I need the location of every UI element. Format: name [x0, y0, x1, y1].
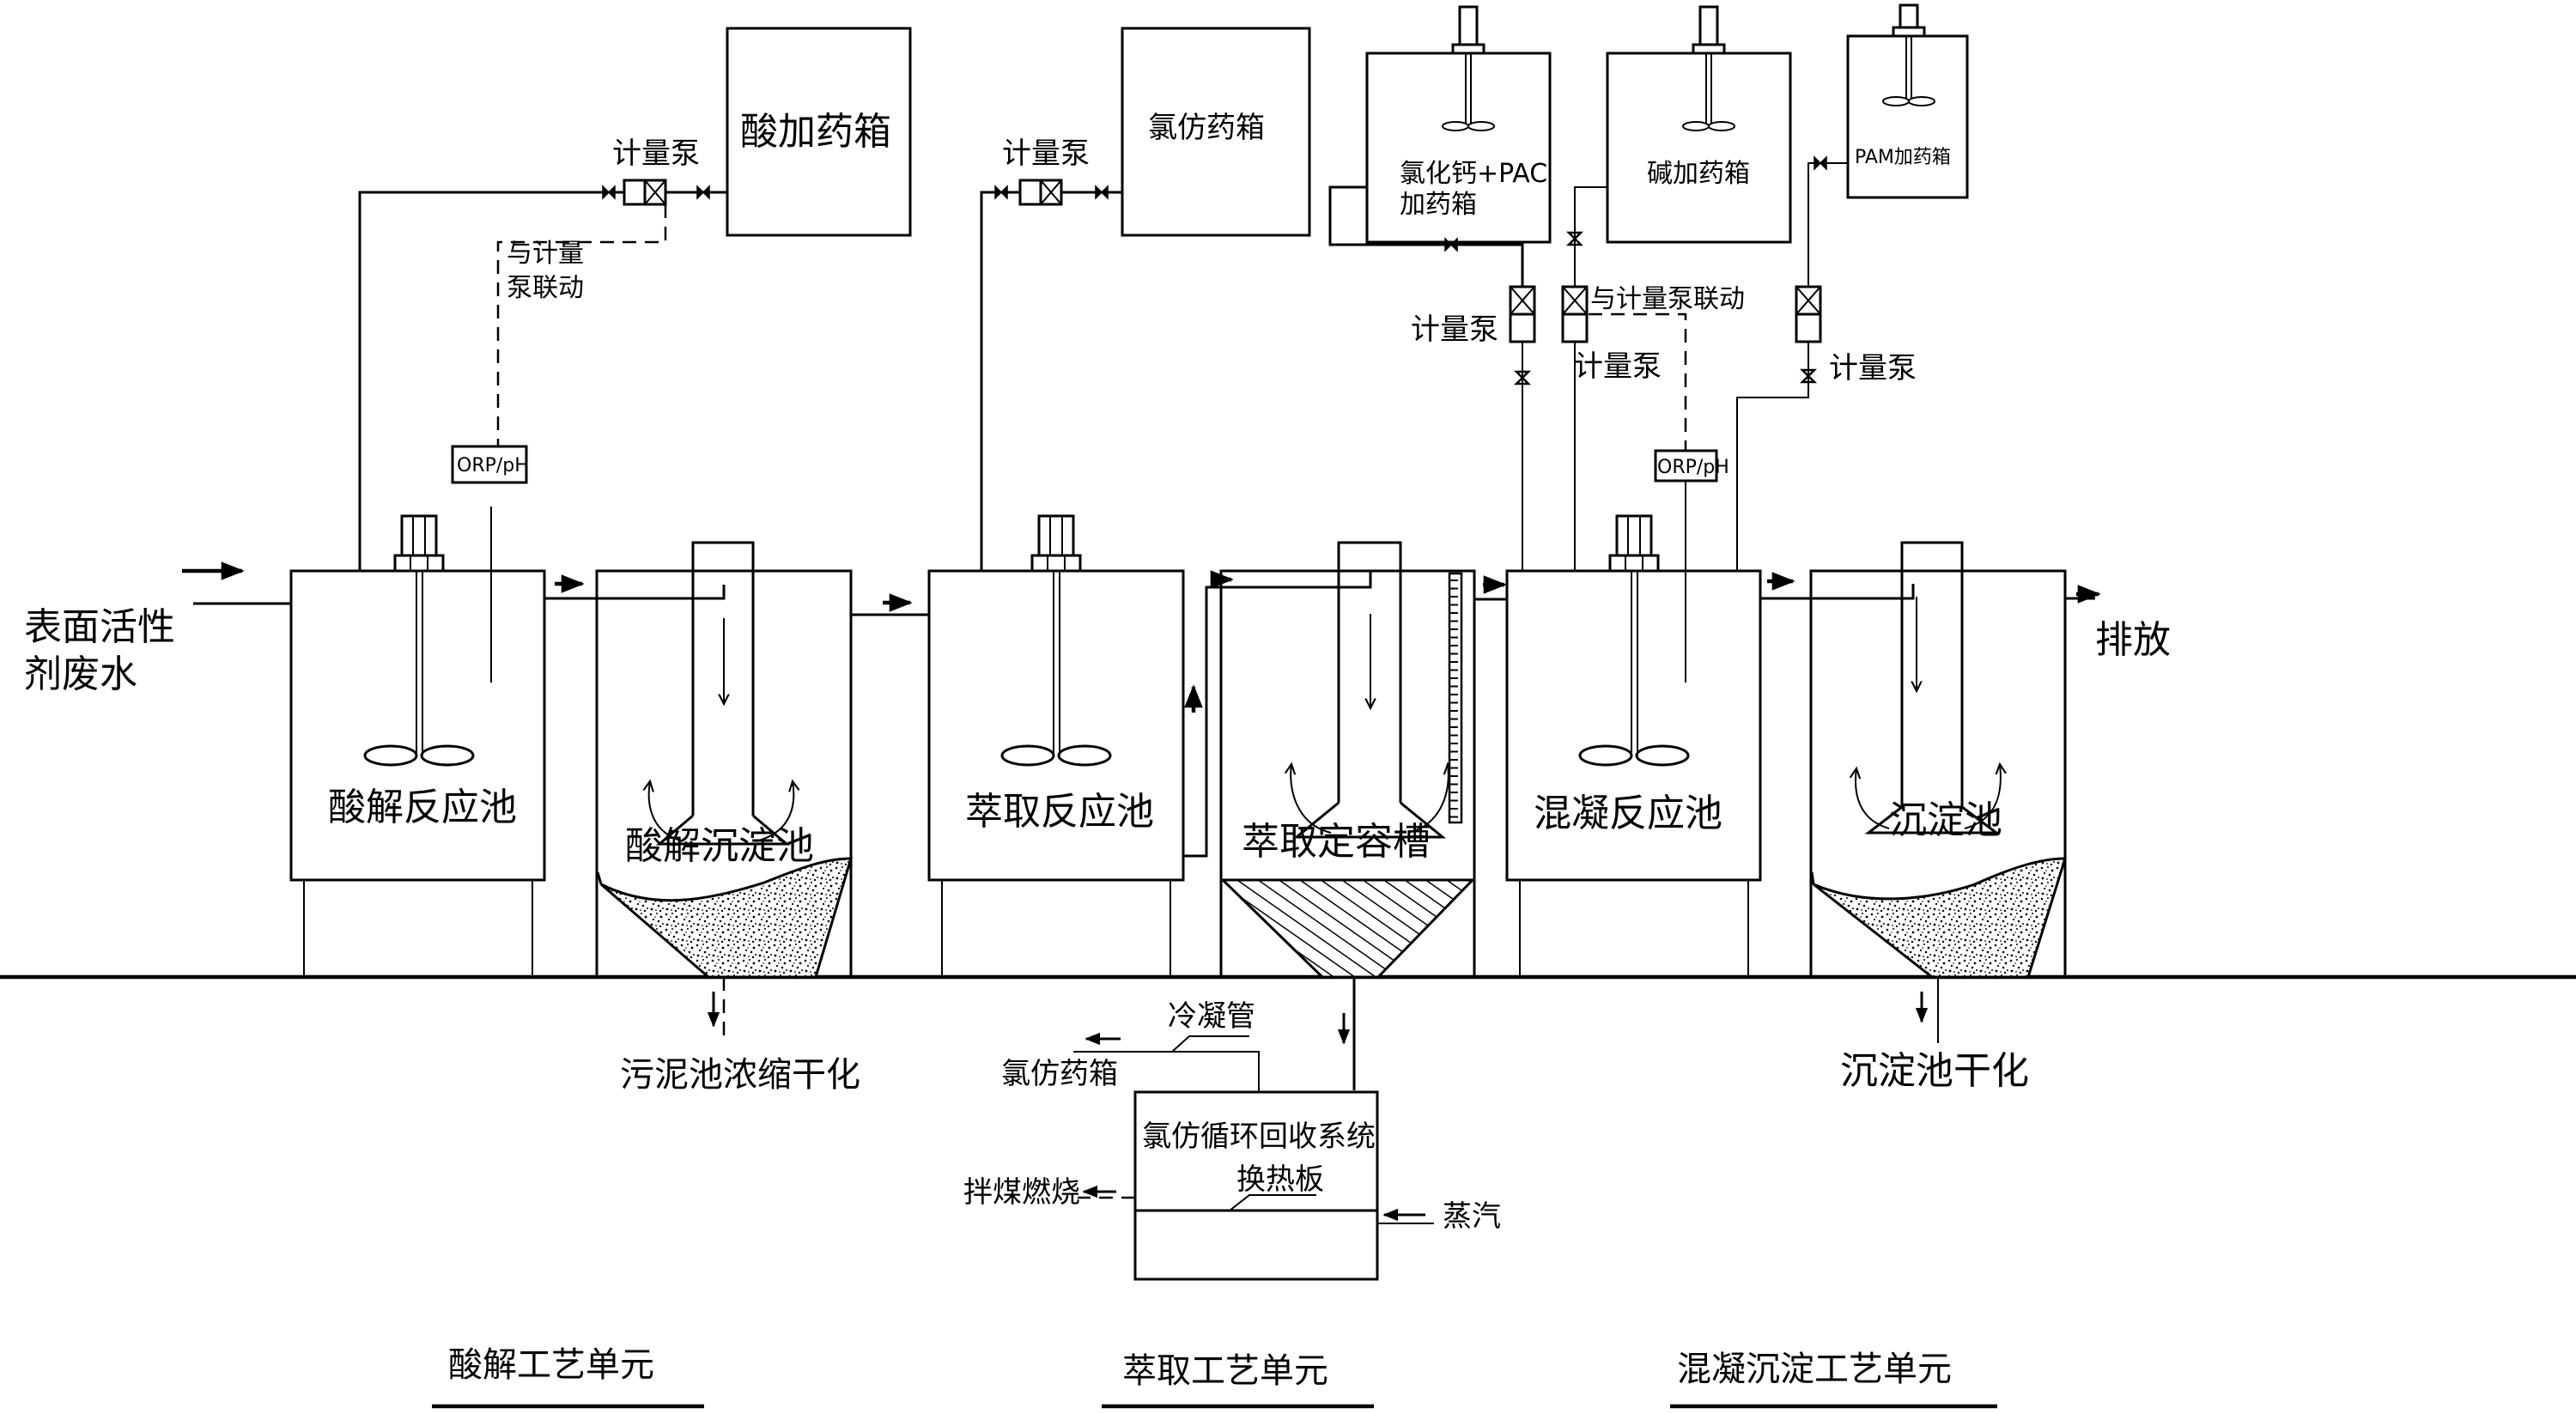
dosing-tank-label-line1: 氯化钙+PAC — [1400, 159, 1547, 189]
impeller-icon — [1000, 744, 1112, 767]
sludge-output-settling: 沉淀池干化 — [1840, 1049, 2029, 1093]
impeller-icon — [1578, 744, 1690, 767]
chloroform-dosing-tank: 氯仿药箱 — [1121, 27, 1311, 237]
pam-dosing-tank: PAM加药箱 — [1846, 3, 1969, 199]
sensor-label: ORP/pH — [1657, 457, 1729, 478]
inlet: 表面活性 剂废水 — [24, 561, 291, 696]
tank-extraction-reaction: 萃取反应池 — [927, 514, 1185, 977]
condenser-label: 冷凝管 — [1168, 999, 1255, 1034]
steam-label: 蒸汽 — [1443, 1199, 1501, 1234]
dosing-tank-label: PAM加药箱 — [1855, 147, 1951, 168]
dosing-tank-label: 氯仿药箱 — [1148, 111, 1265, 145]
tank-label: 混凝反应池 — [1534, 792, 1722, 835]
tank-coagulation-reaction: 混凝反应池 — [1505, 481, 1762, 977]
linkage-label-inline: 与计量泵联动 — [1590, 284, 1745, 314]
chloroform-return-label: 氯仿药箱 — [1001, 1057, 1118, 1091]
pump-label: 计量泵 — [1574, 349, 1662, 384]
tank-label: 萃取反应池 — [965, 790, 1154, 834]
dosing-tank-label: 碱加药箱 — [1647, 159, 1750, 189]
unit-acid: 酸解工艺单元 — [432, 1345, 704, 1409]
tank-label: 萃取定容槽 — [1242, 820, 1431, 864]
pump-label: 计量泵 — [1829, 351, 1917, 385]
metering-pump-icon — [623, 179, 667, 206]
unit-label: 混凝沉淀工艺单元 — [1677, 1350, 1952, 1389]
metering-pump-icon — [1018, 179, 1063, 206]
sludge-output-acid: 污泥池浓缩干化 — [620, 1055, 860, 1095]
unit-label: 萃取工艺单元 — [1122, 1351, 1328, 1391]
metering-pump-icon — [1561, 285, 1589, 343]
dosing-tank-label-line2: 加药箱 — [1400, 190, 1477, 220]
valve-icon — [602, 185, 616, 199]
cacl2-pac-dosing-tank: 氯化钙+PAC 加药箱 — [1365, 5, 1552, 244]
unit-coagulation-settling: 混凝沉淀工艺单元 — [1670, 1350, 1997, 1409]
heat-plate-label: 换热板 — [1236, 1162, 1324, 1197]
inlet-label-line2: 剂废水 — [24, 652, 137, 696]
sensor-label: ORP/pH — [457, 455, 529, 476]
tank-label: 酸解反应池 — [328, 786, 517, 829]
tank-acid-reaction: 酸解反应池 — [289, 507, 546, 977]
tank-label: 沉淀池 — [1889, 798, 2002, 842]
outlet-label: 排放 — [2095, 618, 2171, 662]
valve-icon — [1444, 238, 1458, 252]
valve-icon — [1095, 185, 1109, 199]
valve-icon — [1814, 156, 1827, 170]
orp-ph-sensor: ORP/pH — [451, 445, 529, 484]
residue-label: 拌煤燃烧 — [963, 1175, 1080, 1210]
tank-acid-settling: 酸解沉淀池 — [595, 541, 854, 979]
dosing-tank-label: 酸加药箱 — [740, 110, 891, 154]
level-gauge — [1448, 572, 1463, 824]
metering-pump-icon — [1509, 285, 1536, 343]
inlet-label-line1: 表面活性 — [24, 605, 175, 649]
unit-label: 酸解工艺单元 — [448, 1345, 654, 1385]
tank-label: 酸解沉淀池 — [625, 824, 814, 868]
valve-icon — [696, 185, 710, 199]
tank-extraction-volumetric: 萃取定容槽 — [1219, 541, 1476, 979]
orp-ph-sensor: ORP/pH — [1654, 449, 1729, 482]
unit-extraction: 萃取工艺单元 — [1102, 1351, 1374, 1409]
pump-label: 计量泵 — [1002, 137, 1090, 171]
valve-icon — [994, 185, 1008, 199]
acid-dosing-tank: 酸加药箱 — [726, 27, 912, 237]
impeller-icon — [363, 744, 475, 767]
linkage-label-line2: 泵联动 — [507, 273, 584, 303]
recovery-system-label: 氯仿循环回收系统 — [1142, 1120, 1376, 1154]
tank-settling: 沉淀池 — [1809, 541, 2068, 979]
pump-label: 计量泵 — [1411, 313, 1498, 347]
metering-pump-icon — [1795, 285, 1822, 343]
linkage-label-line1: 与计量 — [507, 239, 584, 269]
pump-label: 计量泵 — [612, 137, 700, 171]
chloroform-recovery-system: 氯仿循环回收系统 换热板 — [1133, 1090, 1379, 1281]
alkali-dosing-tank: 碱加药箱 — [1606, 5, 1792, 244]
